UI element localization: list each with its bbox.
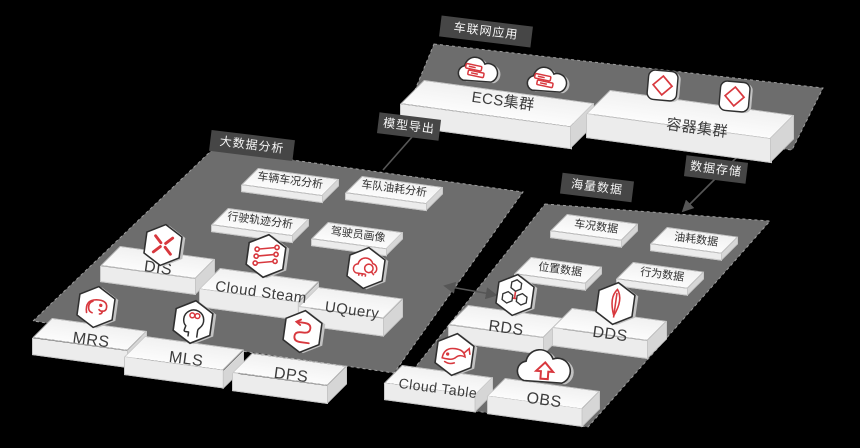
swirl-arrows-icon (279, 308, 326, 355)
cloud-server-icon (519, 58, 571, 100)
container-diamond-icon (716, 78, 754, 116)
container-diamond-icon (644, 67, 682, 105)
cloud-search-icon (343, 245, 389, 291)
elephant-icon (73, 284, 119, 330)
data-to-analysis-arrow (443, 281, 498, 300)
cloud-upload-icon (508, 338, 584, 394)
ingest-x-icon (140, 222, 186, 268)
whale-icon (431, 331, 478, 378)
leaf-icon (592, 280, 639, 327)
cloud-server-icon (450, 48, 502, 90)
hexagon-cluster-icon (492, 272, 538, 318)
head-brain-icon (169, 298, 217, 346)
stream-nodes-icon (242, 232, 290, 280)
